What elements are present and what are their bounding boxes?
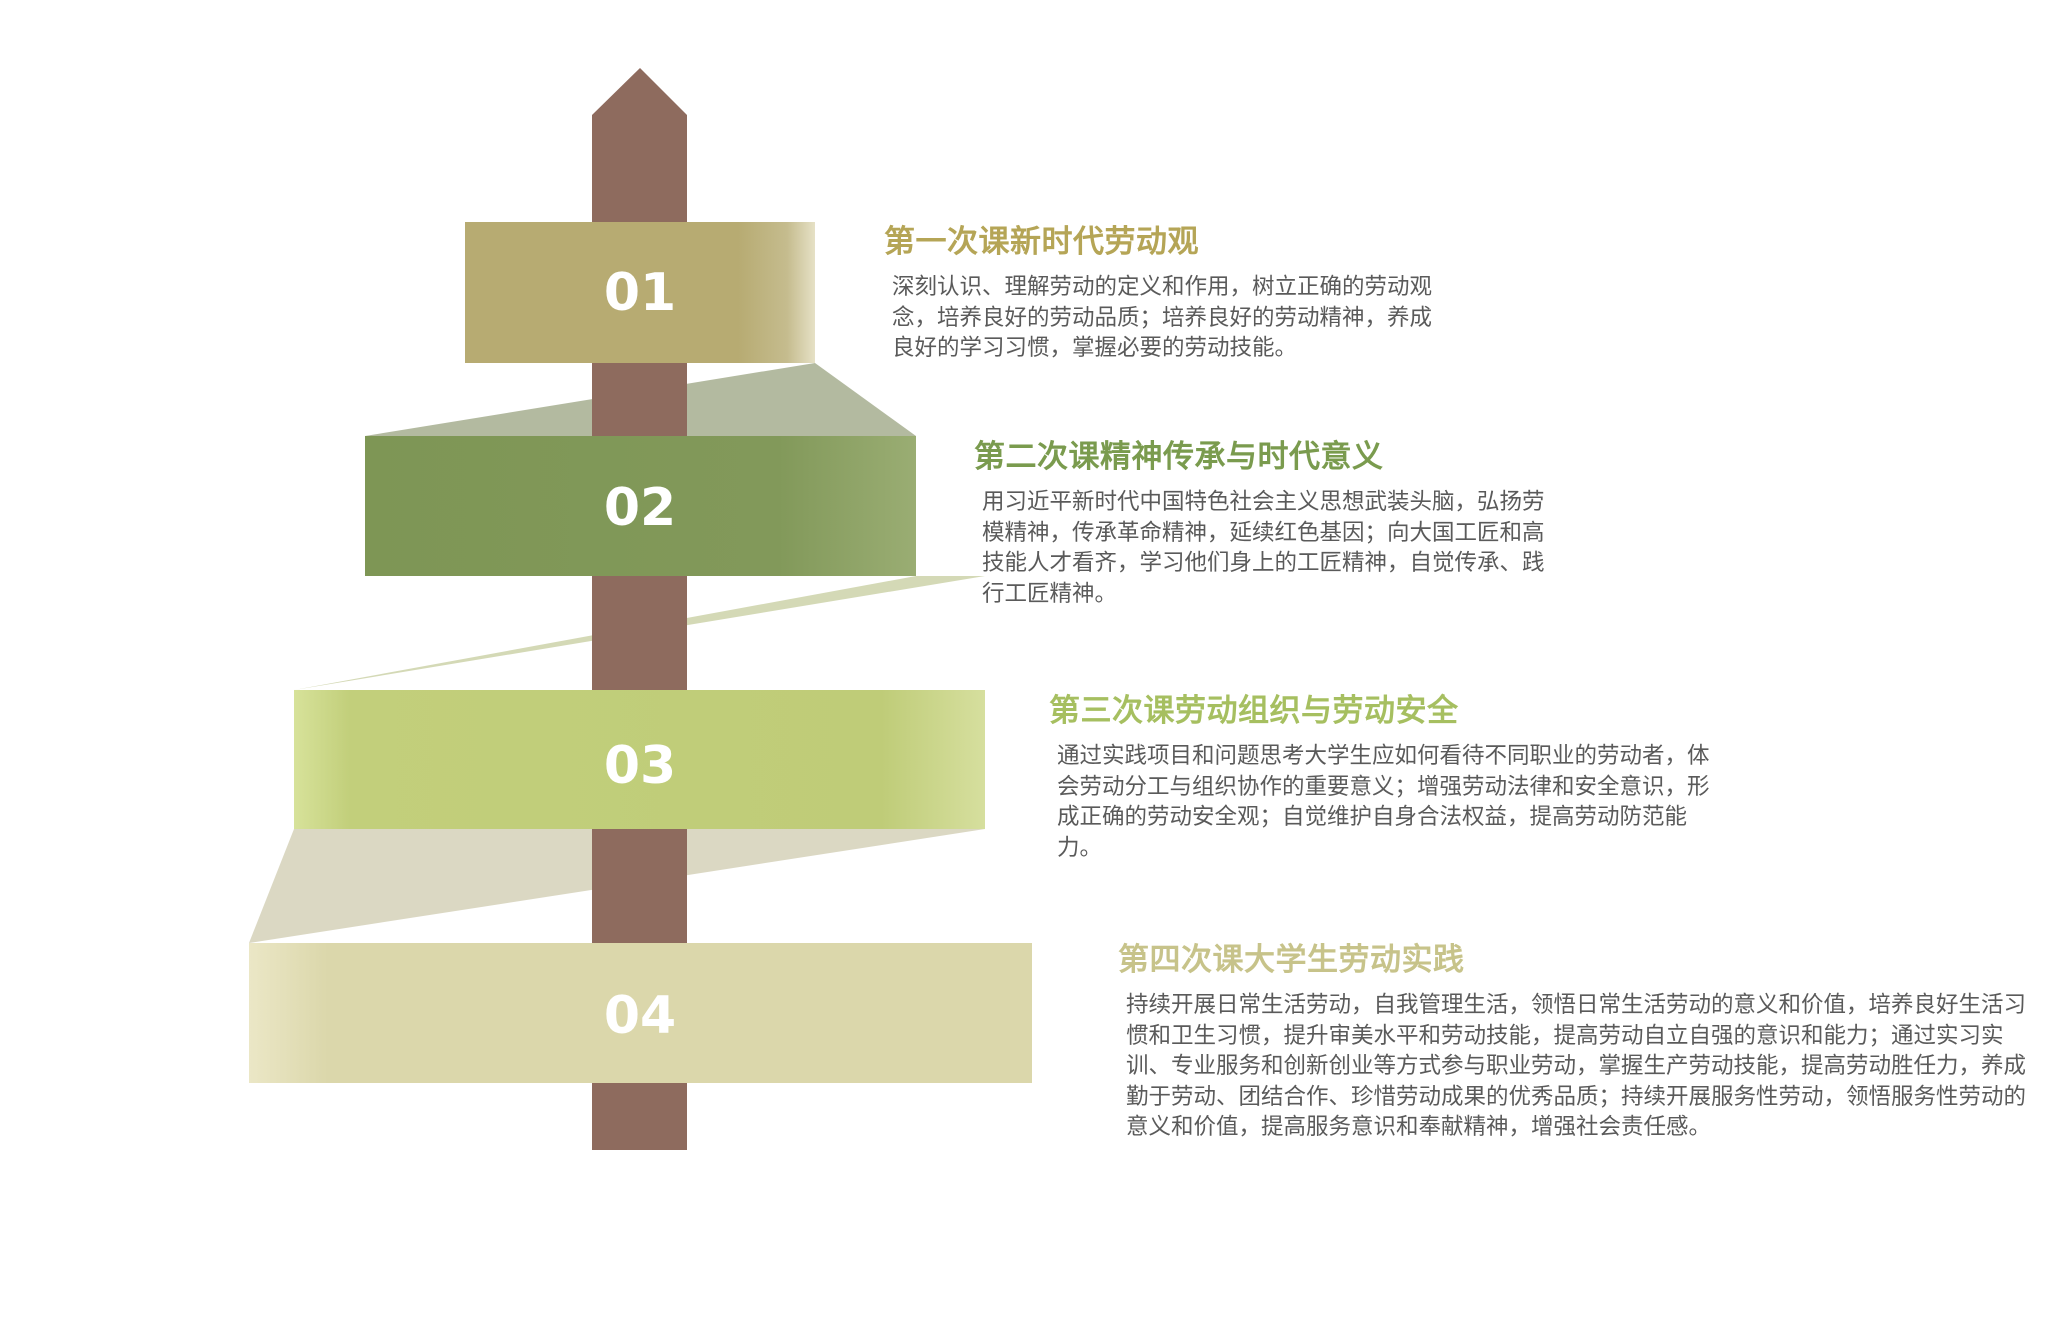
- step-description-2: 用习近平新时代中国特色社会主义思想武装头脑，弘扬劳模精神，传承革命精神，延续红色…: [982, 489, 1545, 607]
- step-description-1: 深刻认识、理解劳动的定义和作用，树立正确的劳动观念，培养良好的劳动品质；培养良好…: [892, 274, 1433, 361]
- step-title-4: 第四次课大学生劳动实践: [1118, 942, 1465, 978]
- step-band-2: 02: [365, 436, 916, 576]
- step-title-3: 第三次课劳动组织与劳动安全: [1049, 693, 1459, 729]
- step-description-4: 持续开展日常生活劳动，自我管理生活，领悟日常生活劳动的意义和价值，培养良好生活习…: [1126, 992, 2027, 1140]
- step-item-4: 第四次课大学生劳动实践 持续开展日常生活劳动，自我管理生活，领悟日常生活劳动的意…: [1118, 940, 2031, 1143]
- step-description-3: 通过实践项目和问题思考大学生应如何看待不同职业的劳动者，体会劳动分工与组织协作的…: [1057, 743, 1710, 861]
- step-item-1: 第一次课新时代劳动观 深刻认识、理解劳动的定义和作用，树立正确的劳动观念，培养良…: [884, 222, 1432, 364]
- step-title-1: 第一次课新时代劳动观: [884, 224, 1199, 260]
- step-number-2: 02: [604, 478, 676, 538]
- step-title-2: 第二次课精神传承与时代意义: [974, 439, 1384, 475]
- step-band-4: 04: [249, 943, 1032, 1083]
- step-number-3: 03: [604, 736, 676, 796]
- step-item-3: 第三次课劳动组织与劳动安全 通过实践项目和问题思考大学生应如何看待不同职业的劳动…: [1049, 691, 1722, 863]
- step-band-1: 01: [465, 222, 815, 363]
- step-number-1: 01: [604, 263, 676, 323]
- step-number-4: 04: [604, 986, 676, 1046]
- step-band-3: 03: [294, 690, 985, 829]
- step-item-2: 第二次课精神传承与时代意义 用习近平新时代中国特色社会主义思想武装头脑，弘扬劳模…: [974, 437, 1547, 609]
